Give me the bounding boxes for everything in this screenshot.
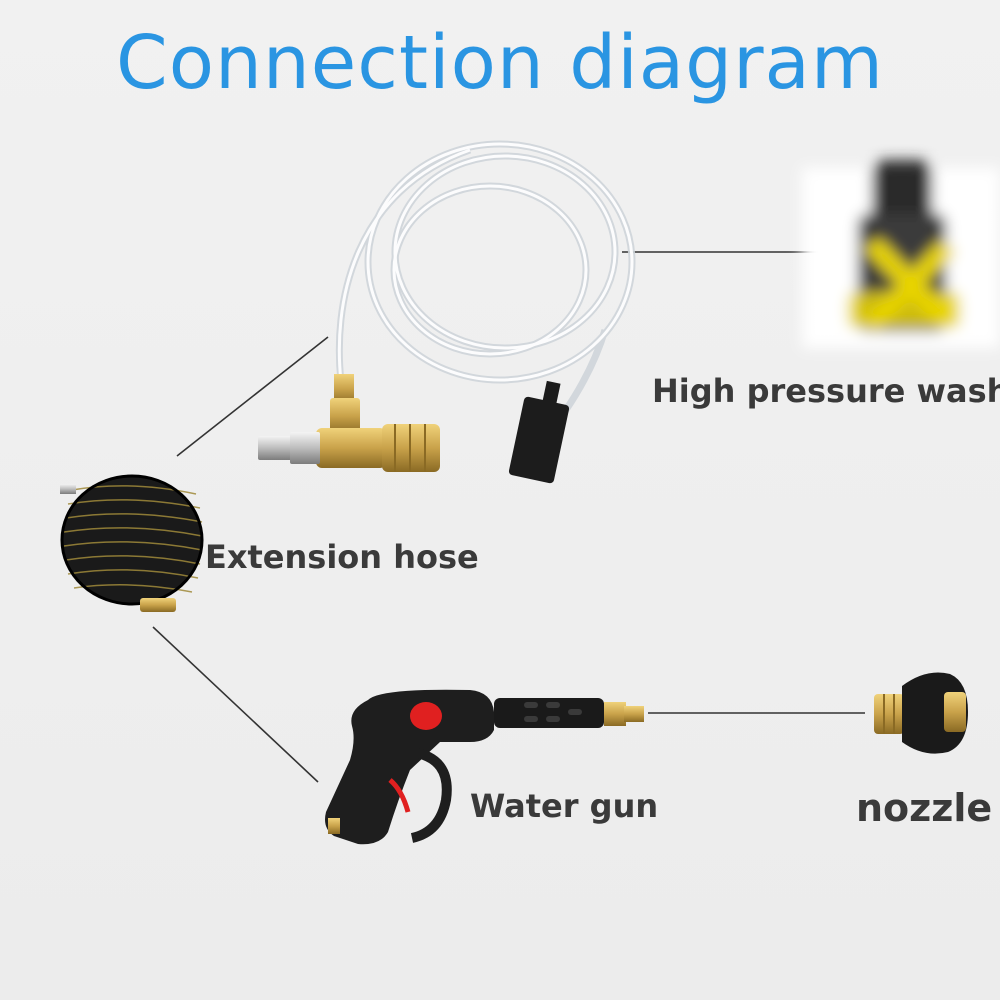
extension-hose-image — [60, 474, 204, 612]
label-nozzle: nozzle — [856, 786, 993, 830]
connector-line-hose-gun — [152, 626, 319, 783]
label-extension-hose: Extension hose — [205, 538, 479, 576]
washer-image — [802, 160, 1000, 348]
connector-line-injector-hose — [176, 336, 329, 457]
diagram-title: Connection diagram — [116, 20, 884, 106]
foam-injector-tube-image — [258, 140, 636, 484]
water-gun-image — [325, 689, 644, 845]
nozzle-image — [874, 672, 968, 754]
label-high-pressure-washer: High pressure washer — [652, 372, 1000, 410]
label-water-gun: Water gun — [470, 787, 659, 825]
